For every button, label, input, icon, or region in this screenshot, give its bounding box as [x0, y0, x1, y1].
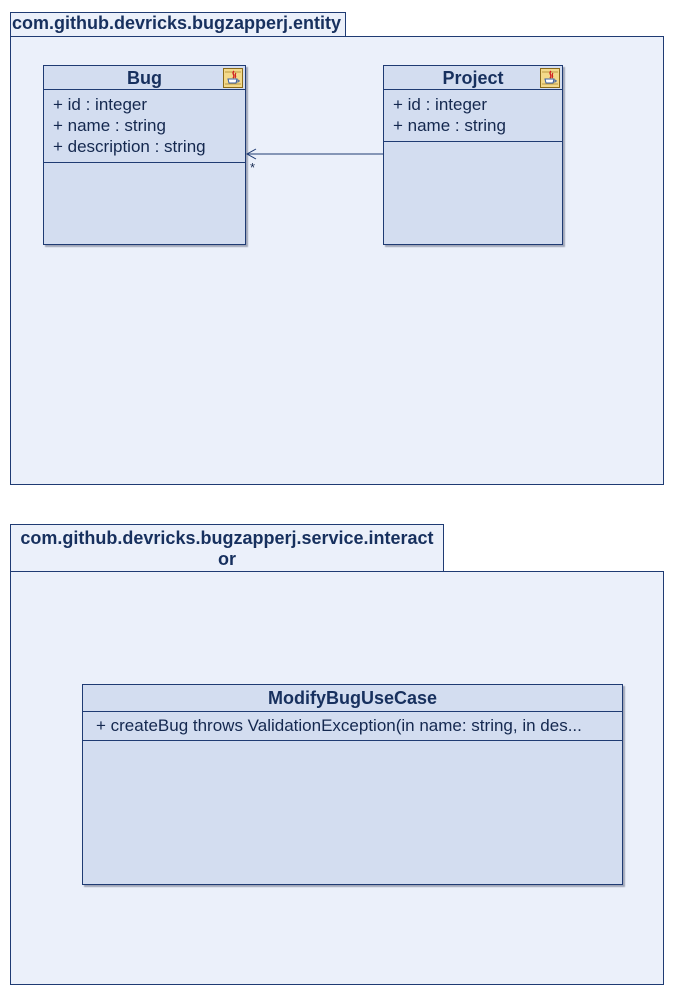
package-name-interactor-line2: or — [218, 549, 236, 569]
class-header-project: Project — [384, 66, 562, 90]
attribute-row: + name : string — [393, 116, 506, 135]
class-project[interactable]: Project + id : integer + name : string — [383, 65, 563, 245]
multiplicity-label: * — [250, 160, 256, 175]
java-coffee-icon — [540, 68, 560, 88]
association-arrowhead — [245, 148, 257, 160]
class-bug[interactable]: Bug + id : integer + name : string + des… — [43, 65, 246, 245]
attribute-row: + id : integer — [393, 95, 488, 114]
attribute-row: + name : string — [53, 116, 166, 135]
class-header-modify-bug-use-case: ModifyBugUseCase — [83, 685, 622, 712]
attribute-row: + id : integer — [53, 95, 148, 114]
class-name-modify-bug-use-case: ModifyBugUseCase — [267, 688, 438, 708]
class-header-bug: Bug — [44, 66, 245, 90]
package-tab-interactor[interactable]: com.github.devricks.bugzapperj.service.i… — [10, 524, 444, 572]
package-name-entity: com.github.devricks.bugzapperj.entity — [12, 13, 342, 33]
class-attributes-bug: + id : integer + name : string + descrip… — [44, 90, 245, 163]
class-operations-modify-bug-use-case: + createBug throws ValidationException(i… — [83, 712, 622, 741]
package-name-interactor-line1: com.github.devricks.bugzapperj.service.i… — [20, 528, 434, 548]
java-coffee-icon — [223, 68, 243, 88]
operation-row: + createBug throws ValidationException(i… — [96, 716, 582, 735]
package-tab-entity[interactable]: com.github.devricks.bugzapperj.entity — [10, 12, 346, 37]
class-name-project: Project — [442, 68, 504, 88]
class-modify-bug-use-case[interactable]: ModifyBugUseCase + createBug throws Vali… — [82, 684, 623, 885]
attribute-row: + description : string — [53, 137, 206, 156]
class-attributes-project: + id : integer + name : string — [384, 90, 562, 142]
association-project-bug[interactable] — [0, 0, 674, 260]
class-name-bug: Bug — [127, 68, 162, 88]
